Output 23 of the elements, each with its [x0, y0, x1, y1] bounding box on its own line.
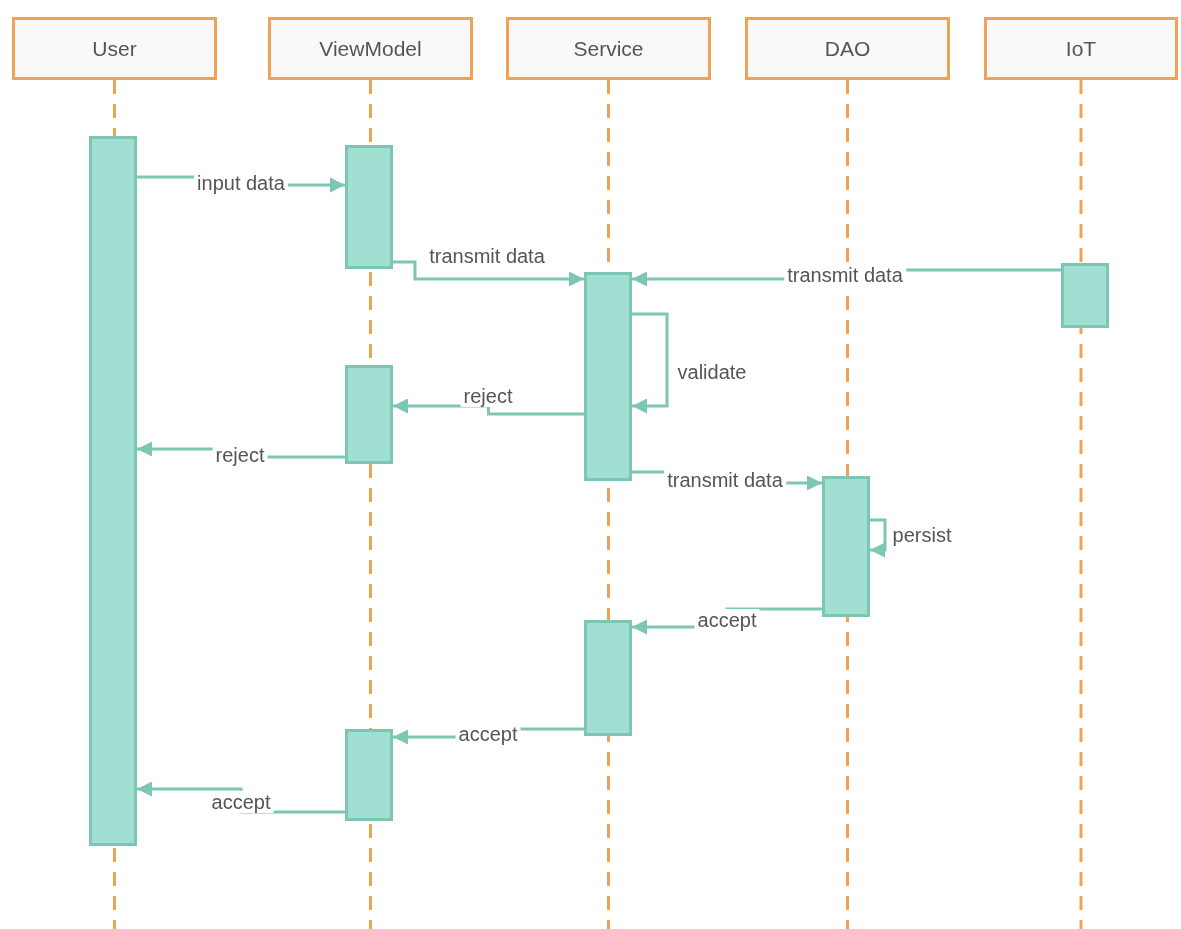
lifeline-header: DAO — [745, 17, 950, 80]
edge-label: reject — [460, 385, 516, 407]
edge-label: transmit data — [784, 264, 906, 286]
lifeline-header: User — [12, 17, 217, 80]
activation-bar — [1061, 263, 1109, 328]
activation-bar — [345, 729, 393, 821]
message-arrow — [137, 781, 345, 814]
lifeline-header: Service — [506, 17, 711, 80]
edge-label: input data — [194, 172, 288, 194]
edge-label: accept — [694, 609, 760, 631]
activation-bar — [584, 620, 632, 736]
activation-bar — [822, 476, 870, 617]
edge-label: reject — [212, 444, 268, 466]
message-arrow — [393, 260, 584, 287]
lifeline-header: IoT — [984, 17, 1178, 80]
activation-bar — [584, 272, 632, 481]
message-arrow — [632, 312, 669, 414]
activation-bar — [345, 365, 393, 464]
activation-bar — [89, 136, 137, 846]
activation-bar — [345, 145, 393, 269]
lifeline-header: ViewModel — [268, 17, 473, 80]
message-arrow — [870, 518, 887, 558]
message-arrow — [393, 398, 584, 416]
